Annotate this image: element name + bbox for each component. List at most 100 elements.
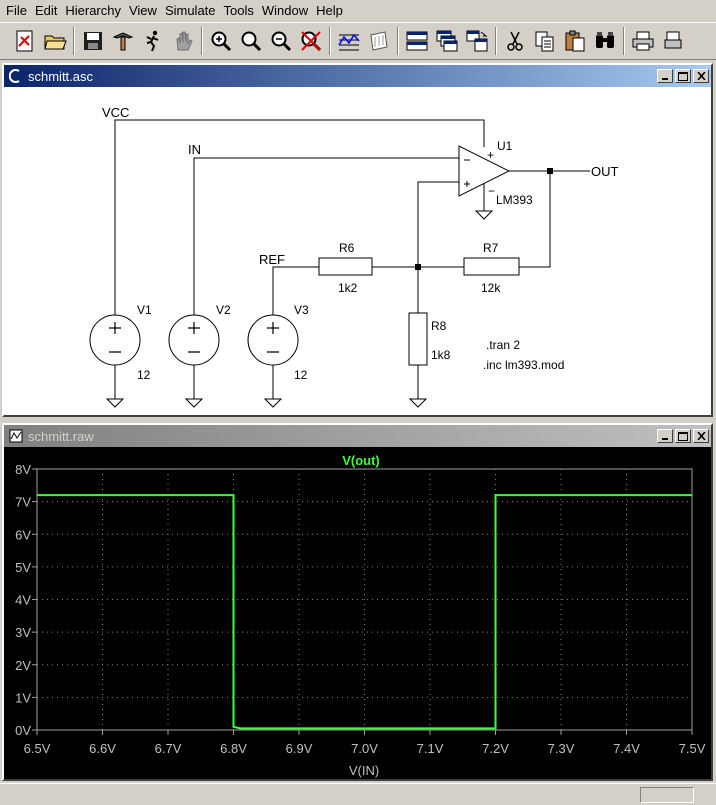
junction-dot	[415, 264, 421, 270]
inc-directive[interactable]: .inc lm393.mod	[483, 358, 564, 372]
y-tick-label: 6V	[15, 527, 31, 542]
menu-tools-label: Tools	[223, 3, 254, 18]
r6-label: R6	[339, 241, 355, 255]
print-icon[interactable]	[628, 26, 658, 56]
opamp-minus-label: −	[488, 184, 495, 198]
menu-file-label: File	[6, 3, 27, 18]
cascade-icon[interactable]	[432, 26, 462, 56]
v3-value: 12	[294, 368, 308, 382]
v2-label: V2	[216, 303, 231, 317]
schematic-title-bar[interactable]: schmitt.asc	[4, 65, 711, 87]
r6-body	[318, 257, 373, 276]
toolbar-separator	[73, 27, 75, 55]
in-wire	[193, 157, 459, 315]
toolbar-separator	[397, 27, 399, 55]
status-panel	[640, 787, 694, 803]
tile-horizontal-icon[interactable]	[402, 26, 432, 56]
r6-value: 1k2	[338, 281, 358, 295]
cut-icon[interactable]	[500, 26, 530, 56]
vcc-wire	[114, 119, 485, 315]
ground-symbol	[263, 398, 283, 408]
paste-icon[interactable]	[560, 26, 590, 56]
junction-dot	[547, 168, 553, 174]
copy-icon[interactable]	[530, 26, 560, 56]
menu-simulate[interactable]: Simulate	[163, 0, 222, 22]
menu-file[interactable]: File	[4, 0, 33, 22]
menu-window[interactable]: Window	[260, 0, 314, 22]
ground-symbol	[105, 398, 125, 408]
control-panel-icon[interactable]	[108, 26, 138, 56]
maximize-icon[interactable]	[675, 69, 691, 83]
schematic-window: schmitt.asc	[2, 63, 713, 417]
autorange-icon[interactable]	[334, 26, 364, 56]
x-tick-label: 7.5V	[679, 741, 706, 756]
maximize-icon[interactable]	[675, 429, 691, 443]
x-tick-label: 7.3V	[548, 741, 575, 756]
menu-tools[interactable]: Tools	[222, 0, 260, 22]
pan-icon[interactable]	[236, 26, 266, 56]
ground-symbol	[184, 398, 204, 408]
menu-edit[interactable]: Edit	[33, 0, 63, 22]
save-icon[interactable]	[78, 26, 108, 56]
zoom-fit-icon[interactable]	[296, 26, 326, 56]
x-tick-label: 6.8V	[220, 741, 247, 756]
schematic-canvas[interactable]: VCC IN REF OUT U1 + − LM393 V1 12 V2 V3 …	[4, 87, 711, 415]
v3-label: V3	[294, 303, 309, 317]
minimize-icon[interactable]	[657, 69, 673, 83]
find-icon[interactable]	[590, 26, 620, 56]
view-fft-icon[interactable]	[364, 26, 394, 56]
schematic-window-icon[interactable]	[8, 68, 24, 84]
menu-view[interactable]: View	[127, 0, 163, 22]
r7-label: R7	[483, 241, 499, 255]
menu-help-label: Help	[316, 3, 343, 18]
status-bar	[0, 783, 716, 805]
close-icon[interactable]	[693, 429, 709, 443]
x-tick-label: 7.4V	[613, 741, 640, 756]
vcc-label: VCC	[102, 105, 129, 120]
r7-value: 12k	[481, 281, 501, 295]
menu-hierarchy[interactable]: Hierarchy	[63, 0, 127, 22]
menu-view-label: View	[128, 3, 157, 18]
ref-wire	[272, 266, 319, 315]
schematic-drawing: VCC IN REF OUT U1 + − LM393 V1 12 V2 V3 …	[89, 105, 619, 408]
x-tick-label: 7.2V	[482, 741, 509, 756]
menu-help[interactable]: Help	[314, 0, 349, 22]
close-icon[interactable]	[693, 69, 709, 83]
menu-window-label: Window	[261, 3, 309, 18]
plot-title-bar[interactable]: schmitt.raw	[4, 425, 711, 447]
minimize-icon[interactable]	[657, 429, 673, 443]
x-tick-label: 6.5V	[24, 741, 51, 756]
y-tick-label: 3V	[15, 625, 31, 640]
menu-bar: File Edit Hierarchy View Simulate Tools …	[0, 0, 716, 22]
open-folder-icon[interactable]	[40, 26, 70, 56]
new-schematic-icon[interactable]	[10, 26, 40, 56]
plot-window-title: schmitt.raw	[28, 428, 94, 444]
tran-directive[interactable]: .tran 2	[486, 338, 520, 352]
y-tick-label: 5V	[15, 560, 31, 575]
v1-label: V1	[137, 303, 152, 317]
menu-edit-label: Edit	[34, 3, 58, 18]
toolbar-separator	[329, 27, 331, 55]
chart-title[interactable]: V(out)	[342, 453, 380, 468]
run-icon[interactable]	[138, 26, 168, 56]
ground-symbol	[474, 210, 494, 220]
waveform-window-icon[interactable]	[8, 428, 24, 444]
series-line-0	[37, 494, 692, 730]
y-tick-label: 1V	[15, 690, 31, 705]
print-setup-icon[interactable]	[658, 26, 688, 56]
r7-body	[463, 257, 520, 276]
toolbar	[0, 22, 716, 60]
zoom-out-icon[interactable]	[266, 26, 296, 56]
y-tick-label: 7V	[15, 495, 31, 510]
tile-vertical-icon[interactable]	[462, 26, 492, 56]
y-tick-label: 4V	[15, 593, 31, 608]
lm393-label: LM393	[496, 193, 533, 207]
r8-value: 1k8	[431, 348, 451, 362]
halt-hand-icon[interactable]	[168, 26, 198, 56]
menu-hierarchy-label: Hierarchy	[65, 3, 121, 18]
menu-simulate-label: Simulate	[164, 3, 216, 18]
zoom-in-icon[interactable]	[206, 26, 236, 56]
